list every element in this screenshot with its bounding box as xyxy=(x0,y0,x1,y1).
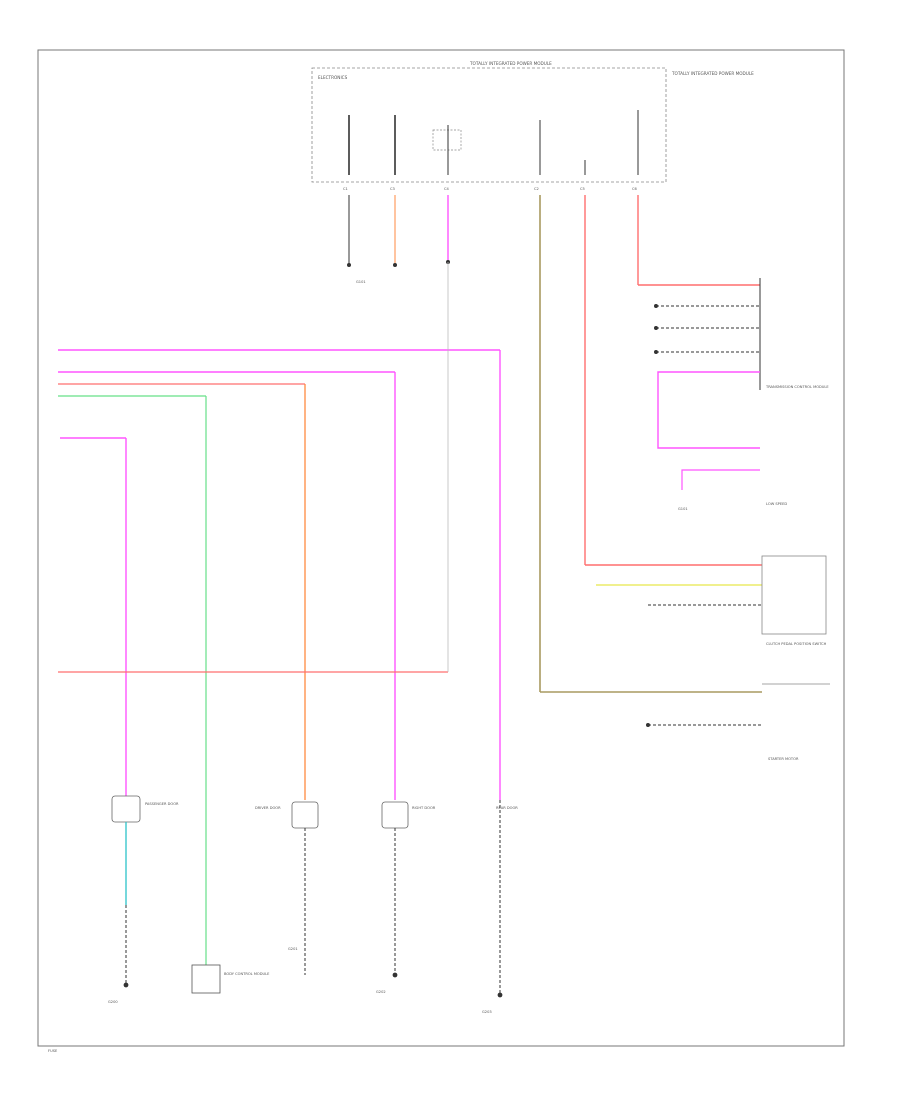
power-module-side-label: TOTALLY INTEGRATED POWER MODULE xyxy=(671,71,754,76)
bcm-box xyxy=(191,964,221,994)
diagram-border xyxy=(37,49,845,1047)
relay-passenger xyxy=(111,795,141,823)
relay-label: REAR DOOR xyxy=(496,806,518,810)
ground-label: G200 xyxy=(108,1000,118,1004)
ground-label: G203 xyxy=(482,1010,492,1014)
relay-label: DRIVER DOOR xyxy=(255,806,281,810)
pin-label: C6 xyxy=(632,187,638,191)
low-speed-label: LOW SPEED xyxy=(766,502,787,506)
bcm-label: BODY CONTROL MODULE xyxy=(224,972,270,976)
electronics-label: ELECTRONICS xyxy=(318,75,348,80)
power-module-title: TOTALLY INTEGRATED POWER MODULE xyxy=(469,61,552,66)
power-module-box xyxy=(311,67,667,183)
ground-dot xyxy=(392,972,398,978)
splice-dot xyxy=(646,723,650,727)
ground-label-top: G101 xyxy=(356,280,366,284)
wire-pink-loop xyxy=(657,371,760,449)
corner-label: FUSE xyxy=(48,1049,58,1053)
ground-dot xyxy=(123,982,129,988)
splice-dot xyxy=(347,263,351,267)
ground-dot xyxy=(497,992,503,998)
pin-label: C4 xyxy=(444,187,450,191)
relay-label: PASSENGER DOOR xyxy=(145,802,179,806)
wire-pink xyxy=(681,469,760,490)
ground-label: G202 xyxy=(376,990,386,994)
relay-driver xyxy=(291,801,319,829)
ground-label: G201 xyxy=(288,947,298,951)
relay-right xyxy=(381,801,409,829)
ignition-switch-box xyxy=(761,555,827,635)
tcm-label: TRANSMISSION CONTROL MODULE xyxy=(765,385,829,389)
relay-box xyxy=(432,129,462,151)
pin-label: C3 xyxy=(390,187,395,191)
pin-label: C1 xyxy=(343,187,348,191)
pin-label: C2 xyxy=(534,187,539,191)
starter-label: STARTER MOTOR xyxy=(768,757,799,761)
pin-label: C5 xyxy=(580,187,585,191)
splice-dot xyxy=(393,263,397,267)
relay-label: RIGHT DOOR xyxy=(412,806,436,810)
right-ground-label: G101 xyxy=(678,507,688,511)
clutch-label: CLUTCH PEDAL POSITION SWITCH xyxy=(766,642,827,646)
